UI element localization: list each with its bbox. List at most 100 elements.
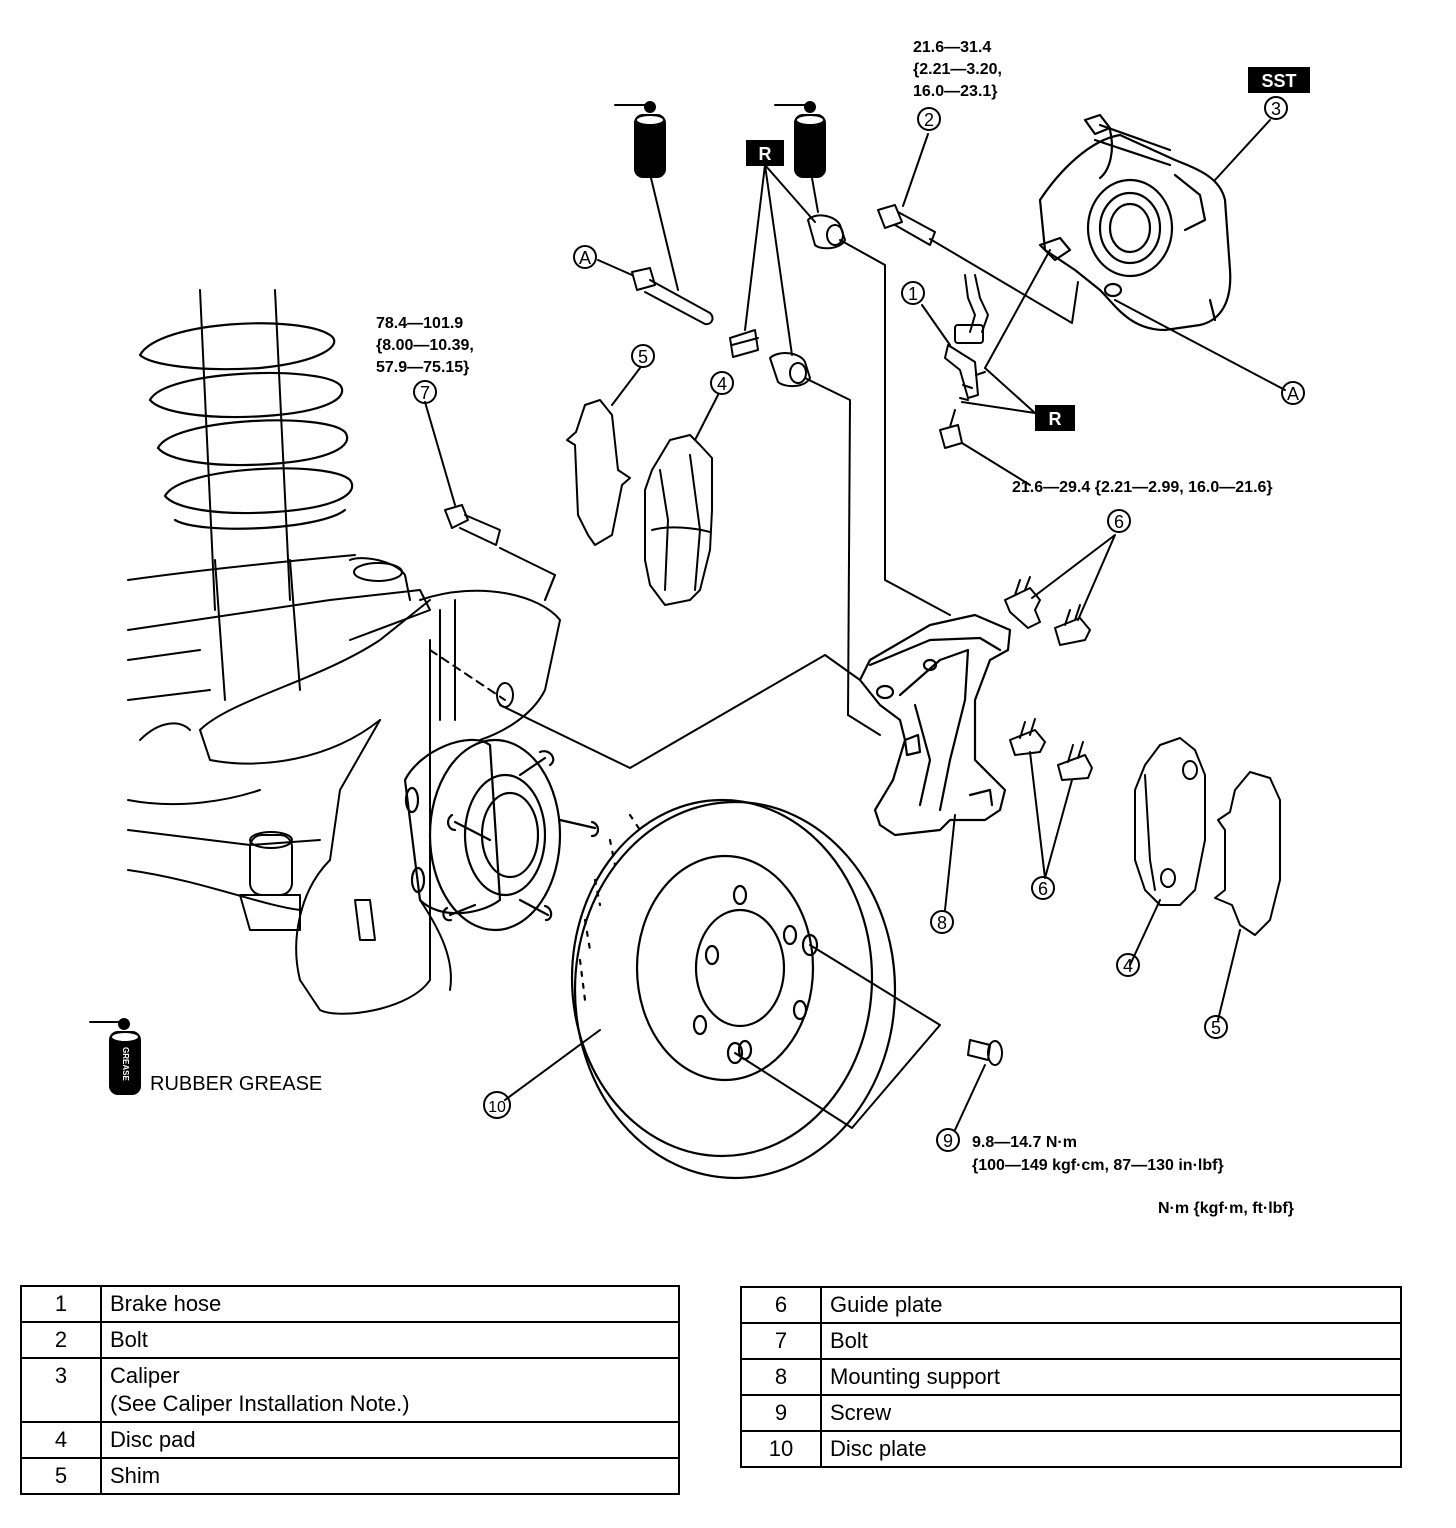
svg-text:8: 8 [937,913,947,933]
callout-6-lower: 6 [1031,876,1055,900]
torque-screw-9: 9.8—14.7 N·m {100—149 kgf·cm, 87—130 in·… [972,1134,1224,1174]
boot-upper [807,214,951,616]
svg-text:16.0—23.1}: 16.0—23.1} [913,83,998,100]
svg-text:GREASE: GREASE [646,130,655,164]
callout-4-lower: 4 [1116,953,1140,977]
callout-1: 1 [901,281,925,305]
brake-hose-1 [939,249,1051,486]
part-number: 7 [740,1322,822,1360]
svg-text:6: 6 [1038,879,1048,899]
svg-text:78.4—101.9: 78.4—101.9 [376,315,463,332]
part-number: 3 [20,1357,102,1423]
disc-pad-4-upper [644,434,713,606]
part-number: 10 [740,1430,822,1468]
ref-a-upper: A [573,245,597,269]
boot-small [729,329,759,358]
part-name: Disc plate [820,1430,1402,1468]
svg-text:{8.00—10.39,: {8.00—10.39, [376,337,474,354]
svg-text:1: 1 [908,284,918,304]
guide-plate-6-set [1004,534,1116,879]
torque-bolt-2: 21.6—31.4 {2.21—3.20, 16.0—23.1} [913,39,1002,100]
svg-text:A: A [579,248,591,268]
table-row: 7 Bolt [740,1322,1402,1360]
svg-text:{2.21—3.20,: {2.21—3.20, [913,61,1002,78]
shim-5-lower [1214,771,1281,1021]
svg-text:7: 7 [420,383,430,403]
svg-text:10: 10 [488,1099,506,1116]
svg-text:9: 9 [943,1131,953,1151]
callout-10: 10 [483,1091,511,1119]
suspension-strut-knuckle [127,289,600,1015]
callout-4-upper: 4 [710,371,734,395]
callout-5-upper: 5 [631,344,655,368]
svg-text:4: 4 [1123,956,1133,976]
svg-text:{100—149 kgf·cm, 87—130 in·lbf: {100—149 kgf·cm, 87—130 in·lbf} [972,1157,1224,1174]
grease-tube-2: GREASE [774,101,826,178]
table-row: 3 Caliper (See Caliper Installation Note… [20,1357,680,1423]
ref-a-lower: A [1281,381,1305,405]
parts-table-right: 6 Guide plate 7 Bolt 8 Mounting support … [740,1286,1402,1468]
part-number: 2 [20,1321,102,1359]
part-name-with-note: Caliper (See Caliper Installation Note.) [100,1357,680,1423]
part-note: (See Caliper Installation Note.) [110,1391,410,1416]
svg-text:RUBBER GREASE: RUBBER GREASE [150,1073,322,1095]
table-row: 4 Disc pad [20,1421,680,1459]
boot-lower [769,352,881,736]
part-number: 8 [740,1358,822,1396]
part-number: 1 [20,1285,102,1323]
svg-text:R: R [759,144,772,164]
svg-text:6: 6 [1114,512,1124,532]
caliper-3 [1038,113,1232,332]
svg-text:57.9—75.15}: 57.9—75.15} [376,359,469,376]
callout-9: 9 [936,1128,960,1152]
part-name: Bolt [100,1321,680,1359]
replace-tag-upper: R [746,140,784,166]
bolt-2 [877,133,1079,324]
coil-spring [138,322,354,530]
part-number: 6 [740,1286,822,1324]
mounting-support-8 [858,613,1012,837]
table-row: 5 Shim [20,1457,680,1495]
part-number: 4 [20,1421,102,1459]
part-name: Disc pad [100,1421,680,1459]
part-name: Guide plate [820,1286,1402,1324]
torque-hose-bolt: 21.6—29.4 {2.21—2.99, 16.0—21.6} [1012,479,1273,496]
callout-5-lower: 5 [1204,1015,1228,1039]
table-row: 1 Brake hose [20,1285,680,1323]
part-number: 5 [20,1457,102,1495]
svg-text:R: R [1049,409,1062,429]
svg-text:GREASE: GREASE [121,1047,130,1081]
torque-bolt-7: 78.4—101.9 {8.00—10.39, 57.9—75.15} [376,315,474,376]
guide-pin-a [631,177,714,326]
svg-text:A: A [1287,384,1299,404]
part-name: Screw [820,1394,1402,1432]
svg-text:SST: SST [1261,71,1296,91]
svg-text:4: 4 [717,374,727,394]
callout-2: 2 [917,107,941,131]
svg-text:5: 5 [1211,1018,1221,1038]
disc-plate [570,798,897,1180]
callout-7: 7 [413,380,437,404]
rubber-grease-legend: GREASE RUBBER GREASE [89,1018,322,1095]
exploded-brake-diagram: GREASE GREASE [89,39,1310,1217]
callout-6-upper: 6 [1107,509,1131,533]
part-name: Brake hose [100,1285,680,1323]
part-number: 9 [740,1394,822,1432]
svg-text:3: 3 [1271,99,1281,119]
table-row: 8 Mounting support [740,1358,1402,1396]
callout-8: 8 [930,910,954,934]
table-row: 10 Disc plate [740,1430,1402,1468]
unit-note: N·m {kgf·m, ft·lbf} [1158,1200,1294,1217]
table-row: 9 Screw [740,1394,1402,1432]
wheel-hub [403,738,600,932]
shim-5-upper [566,399,631,546]
part-name: Shim [100,1457,680,1495]
parts-table-left: 1 Brake hose 2 Bolt 3 Caliper (See Calip… [20,1285,680,1495]
part-name: Caliper [110,1363,180,1388]
part-name: Mounting support [820,1358,1402,1396]
part-name: Bolt [820,1322,1402,1360]
svg-text:9.8—14.7 N·m: 9.8—14.7 N·m [972,1134,1077,1151]
svg-text:GREASE: GREASE [806,130,815,164]
grease-tube-icon: GREASE [89,1018,141,1095]
bolt-7 [444,504,556,601]
